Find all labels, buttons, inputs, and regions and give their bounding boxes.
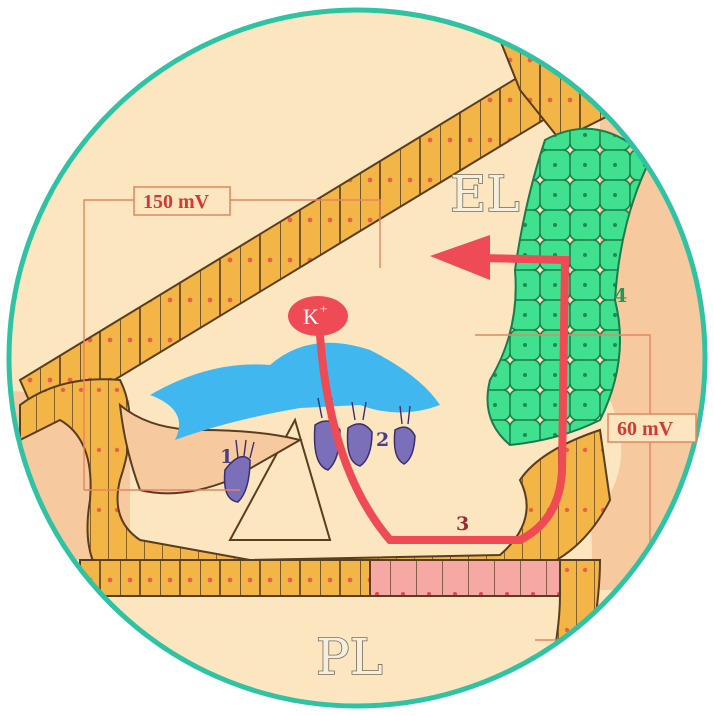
label-3: 3 xyxy=(456,513,469,535)
label-60mv: 60 mV xyxy=(617,418,674,440)
label-4: 4 xyxy=(614,285,627,307)
label-60mv-box: 60 mV xyxy=(608,414,696,442)
potassium-charge: + xyxy=(320,301,327,316)
potassium-ion-badge: K + xyxy=(288,296,348,336)
basilar-membrane-row xyxy=(80,560,370,596)
pink-cell-row xyxy=(370,560,560,596)
label-perilymph: PL xyxy=(316,628,383,686)
label-endolymph: EL xyxy=(450,165,520,223)
potassium-symbol: K xyxy=(303,304,319,329)
label-1: 1 xyxy=(220,446,233,468)
label-150mv: 150 mV xyxy=(143,191,210,213)
label-2: 2 xyxy=(376,429,389,451)
label-150mv-box: 150 mV xyxy=(134,187,230,215)
